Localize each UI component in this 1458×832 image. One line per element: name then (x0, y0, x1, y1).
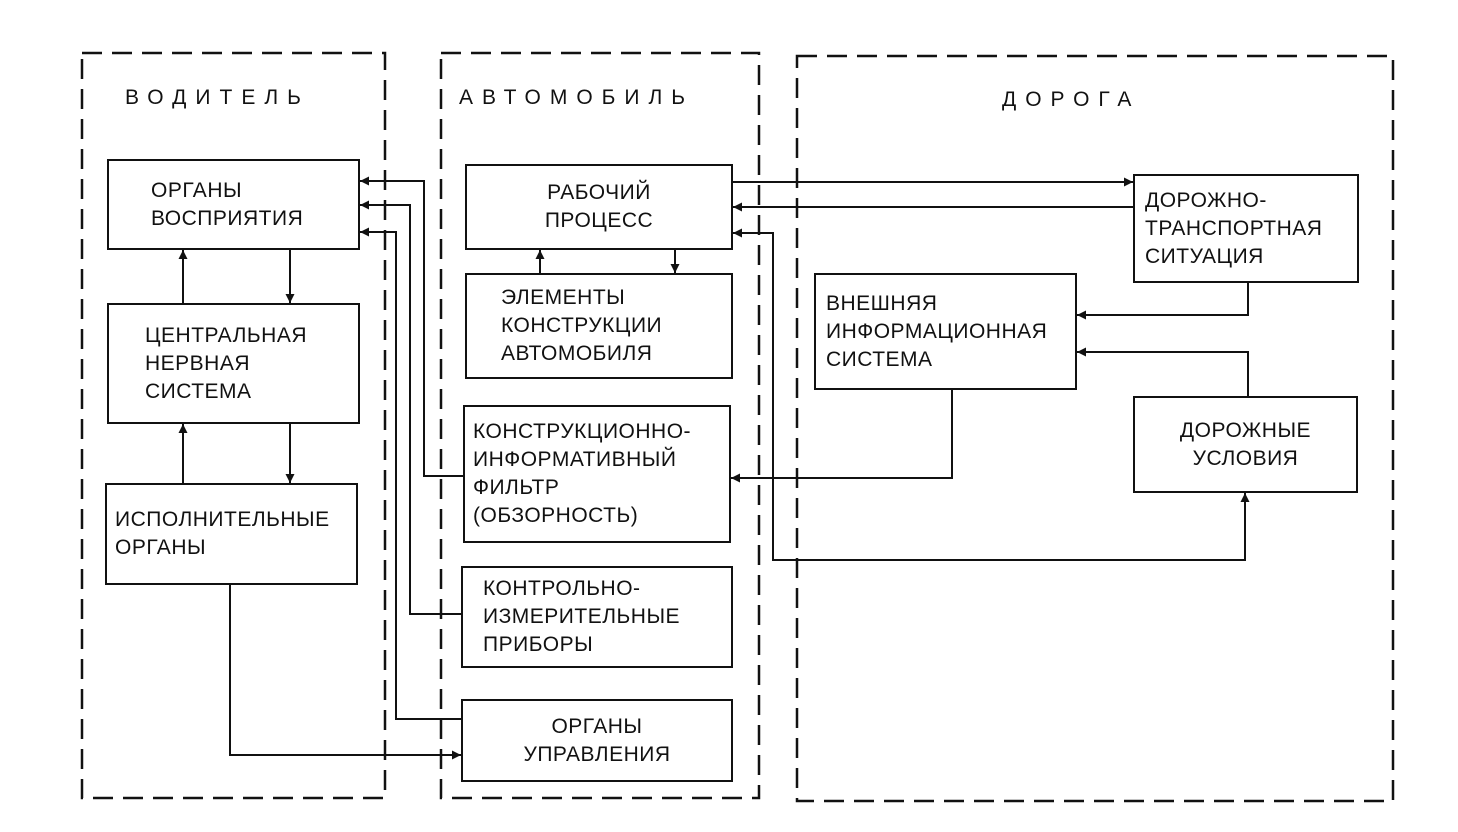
arrow-external-info-to-filter (731, 390, 953, 483)
arrow-instruments-to-perception (360, 200, 461, 615)
executive-organs-label: ИСПОЛНИТЕЛЬНЫЕ ОРГАНЫ (115, 508, 330, 559)
work-process-block: РАБОЧИЙ ПРОЦЕСС (465, 164, 733, 250)
road-region-frame (795, 54, 1395, 803)
external-info-system-block: ВНЕШНЯЯ ИНФОРМАЦИОННАЯ СИСТЕМА (814, 273, 1077, 390)
arrow-situation-to-external-info (1077, 283, 1249, 320)
central-nervous-system-block: ЦЕНТРАЛЬНАЯ НЕРВНАЯ СИСТЕМА (107, 303, 360, 424)
central-nervous-system-label: ЦЕНТРАЛЬНАЯ НЕРВНАЯ СИСТЕМА (145, 323, 308, 403)
design-elements-block: ЭЛЕМЕНТЫ КОНСТРУКЦИИ АВТОМОБИЛЯ (465, 273, 733, 379)
external-info-system-label: ВНЕШНЯЯ ИНФОРМАЦИОННАЯ СИСТЕМА (826, 291, 1048, 371)
control-organs-block: ОРГАНЫ УПРАВЛЕНИЯ (461, 699, 733, 782)
work-process-label: РАБОЧИЙ ПРОЦЕСС (544, 181, 654, 232)
executive-organs-block: ИСПОЛНИТЕЛЬНЫЕ ОРГАНЫ (105, 483, 358, 585)
perception-organs-label: ОРГАНЫ ВОСПРИЯТИЯ (151, 178, 304, 230)
design-elements-label: ЭЛЕМЕНТЫ КОНСТРУКЦИИ АВТОМОБИЛЯ (501, 286, 663, 365)
arrow-road-conditions-to-external-info (1077, 347, 1249, 396)
control-organs-label: ОРГАНЫ УПРАВЛЕНИЯ (523, 714, 671, 766)
traffic-situation-label: ДОРОЖНО- ТРАНСПОРТНАЯ СИТУАЦИЯ (1145, 188, 1323, 268)
instruments-block: КОНТРОЛЬНО- ИЗМЕРИТЕЛЬНЫЕ ПРИБОРЫ (461, 566, 733, 668)
info-filter-label: КОНСТРУКЦИОННО- ИНФОРМАТИВНЫЙ ФИЛЬТР (ОБ… (473, 420, 692, 527)
road-conditions-block: ДОРОЖНЫЕ УСЛОВИЯ (1133, 396, 1358, 493)
perception-organs-block: ОРГАНЫ ВОСПРИЯТИЯ (107, 159, 360, 250)
instruments-label: КОНТРОЛЬНО- ИЗМЕРИТЕЛЬНЫЕ ПРИБОРЫ (483, 577, 681, 656)
road-conditions-label: ДОРОЖНЫЕ УСЛОВИЯ (1179, 418, 1312, 470)
arrow-executive-to-controls (229, 585, 461, 760)
arrow-controls-to-perception (360, 227, 461, 720)
driver-region-frame (80, 51, 387, 800)
info-filter-block: КОНСТРУКЦИОННО- ИНФОРМАТИВНЫЙ ФИЛЬТР (ОБ… (463, 405, 731, 543)
road-region-title: ДОРОГА (1002, 88, 1141, 111)
car-region-frame (439, 51, 761, 800)
car-region-title: АВТОМОБИЛЬ (459, 86, 695, 109)
arrow-filter-to-perception (360, 176, 463, 477)
driver-region-title: ВОДИТЕЛЬ (125, 86, 310, 109)
traffic-situation-block: ДОРОЖНО- ТРАНСПОРТНАЯ СИТУАЦИЯ (1133, 174, 1359, 283)
